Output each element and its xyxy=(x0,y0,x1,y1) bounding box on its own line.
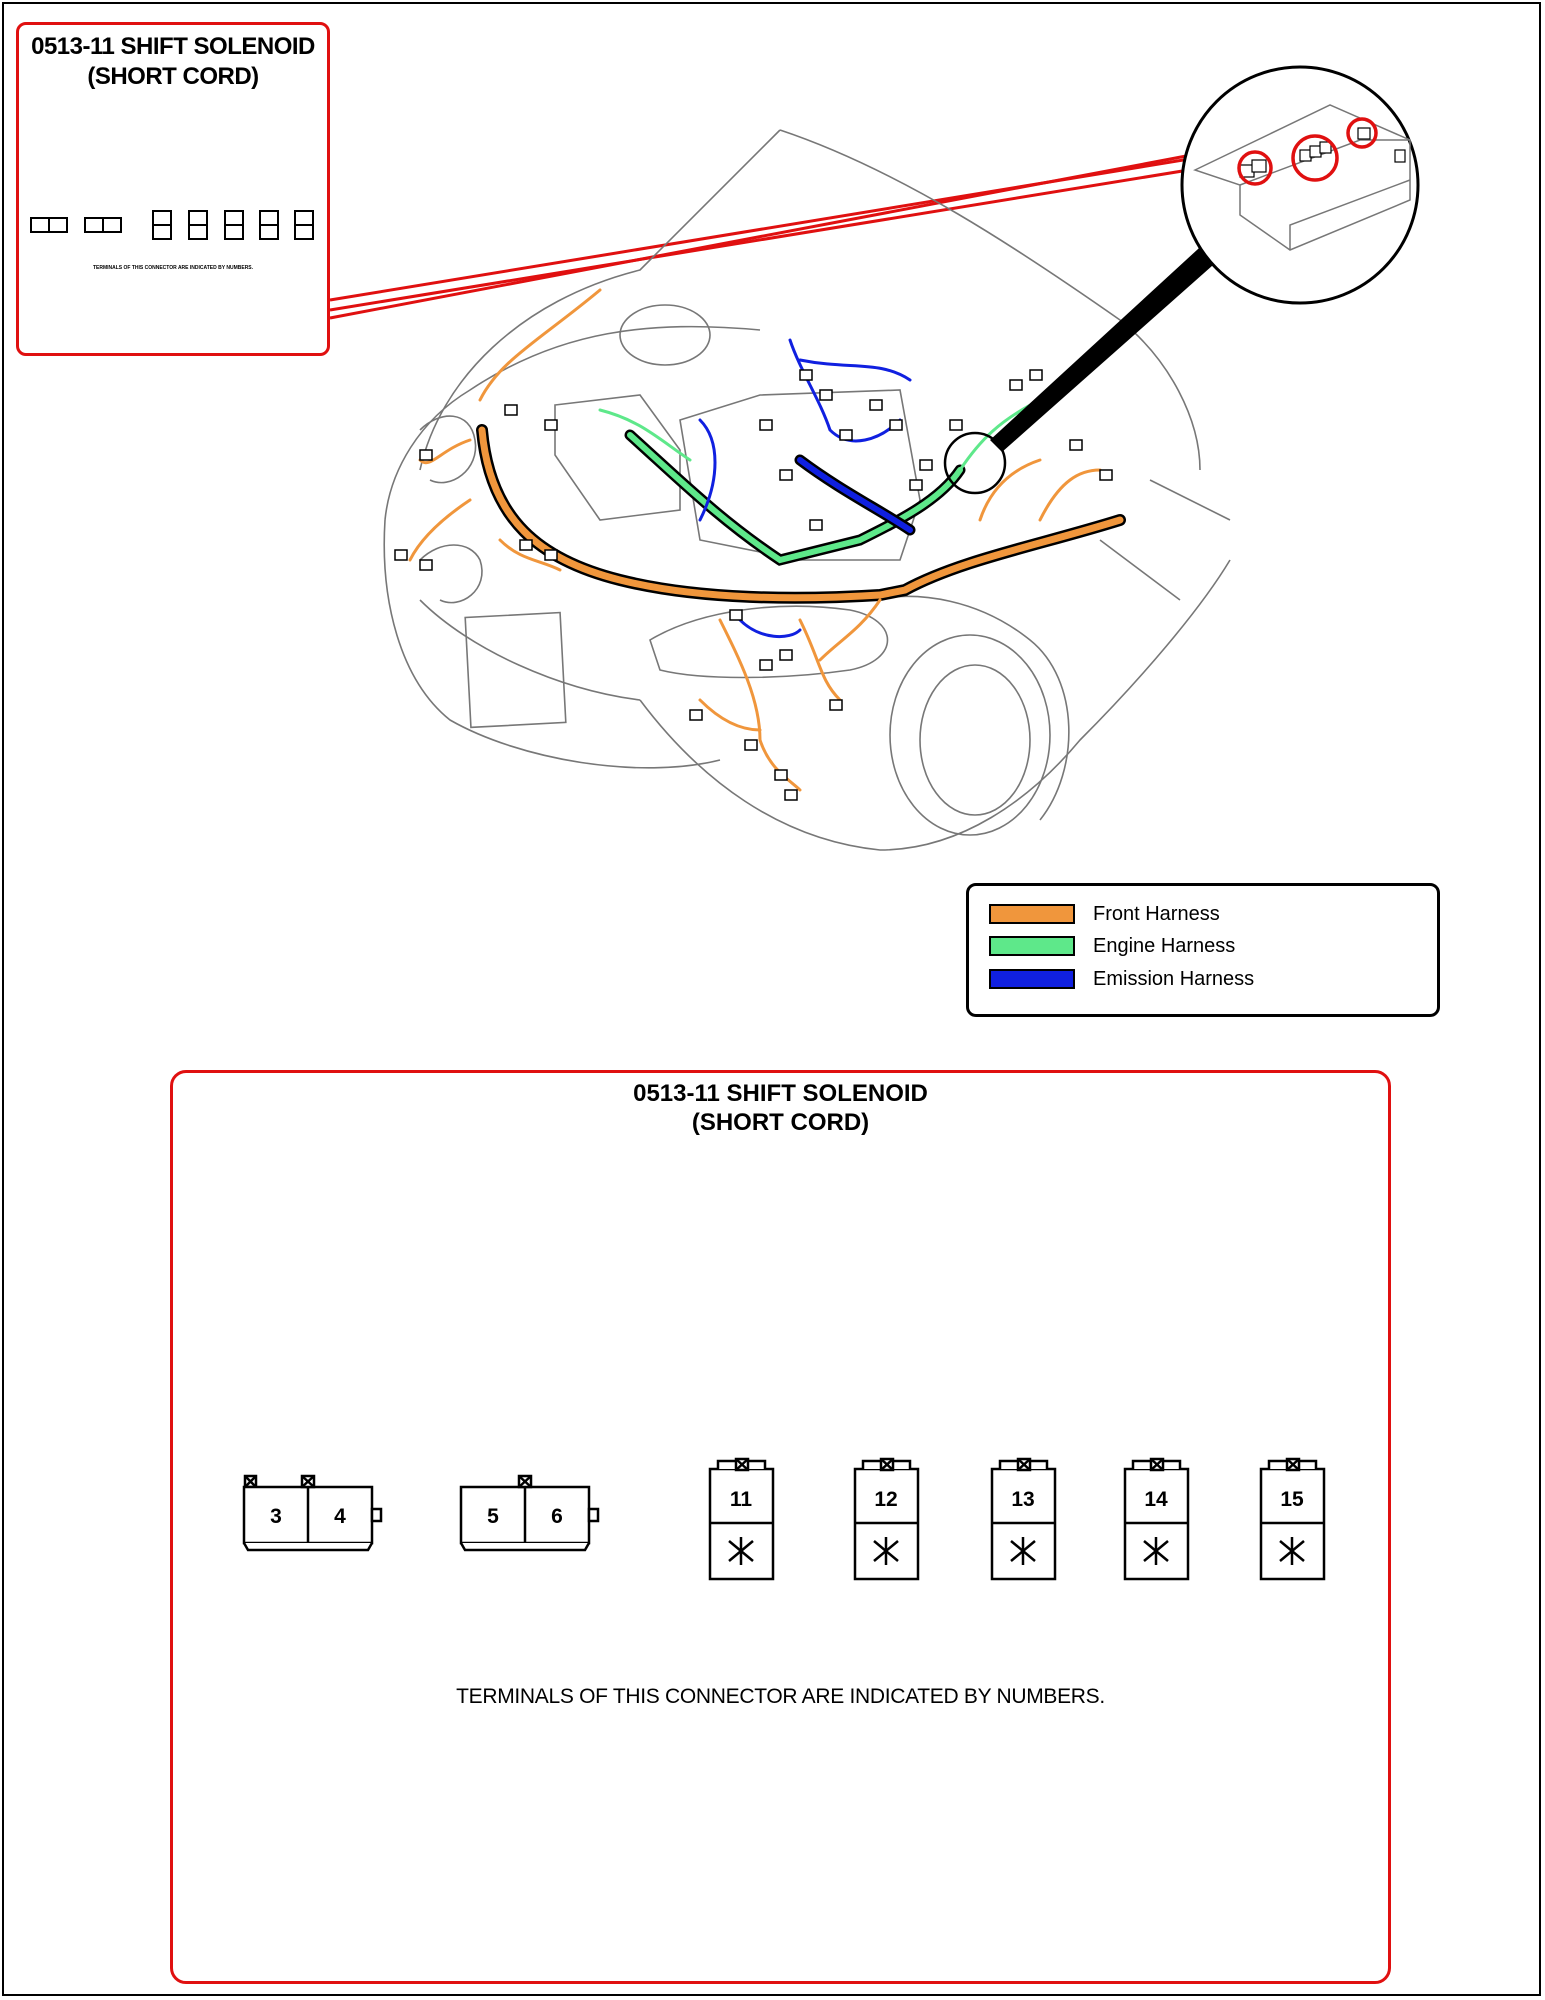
emission-harness-swatch xyxy=(989,969,1075,989)
terminal-label: 13 xyxy=(1011,1488,1034,1511)
connector-15 xyxy=(1259,1457,1326,1581)
terminal-label: 11 xyxy=(730,1488,753,1511)
connector-5-6 xyxy=(459,1474,600,1552)
front-harness xyxy=(408,288,1126,792)
terminal-label: 5 xyxy=(487,1505,499,1528)
terminal-label: 15 xyxy=(1280,1488,1304,1511)
detail-title: 0513-11 SHIFT SOLENOID (SHORT CORD) xyxy=(173,1079,1388,1137)
inset-card: 0513-11 SHIFT SOLENOID (SHORT CORD) TERM… xyxy=(16,22,330,356)
connector-11 xyxy=(708,1457,775,1581)
callout-lines xyxy=(329,123,1351,320)
car-outline xyxy=(383,129,1231,851)
detail-note: TERMINALS OF THIS CONNECTOR ARE INDICATE… xyxy=(456,1685,1105,1708)
connector-3-4 xyxy=(243,1474,258,1489)
zoom-detail-circle xyxy=(1180,65,1420,305)
zoom-pointer xyxy=(990,238,1230,452)
harness-connectors xyxy=(394,369,1113,801)
terminal-label: 4 xyxy=(334,1505,346,1528)
inset-connectors xyxy=(30,210,314,240)
emission-harness xyxy=(698,338,916,639)
legend-label: Front Harness xyxy=(1093,903,1220,925)
terminal-label: 6 xyxy=(551,1505,563,1528)
terminal-label: 12 xyxy=(874,1488,897,1511)
detail-title-line2: (SHORT CORD) xyxy=(691,1109,870,1136)
terminal-label: 3 xyxy=(270,1505,282,1528)
front-harness-swatch xyxy=(989,904,1075,924)
connector-13 xyxy=(990,1457,1057,1581)
legend-label: Emission Harness xyxy=(1093,968,1255,990)
connector-diagrams: 3 4 5 6 11 12 xyxy=(242,1457,1326,1581)
harness-legend: Front Harness Engine Harness Emission Ha… xyxy=(966,883,1440,1017)
zoom-source-circle xyxy=(943,431,1007,495)
connector-12 xyxy=(853,1457,920,1581)
connector-detail-panel: 0513-11 SHIFT SOLENOID (SHORT CORD) xyxy=(170,1070,1391,1984)
connector-14 xyxy=(1123,1457,1190,1581)
detail-title-line1: 0513-11 SHIFT SOLENOID xyxy=(633,1080,928,1107)
inset-note: TERMINALS OF THIS CONNECTOR ARE INDICATE… xyxy=(92,265,254,271)
legend-label: Engine Harness xyxy=(1093,935,1236,957)
terminal-label: 14 xyxy=(1144,1488,1168,1511)
engine-harness xyxy=(598,378,1062,566)
engine-harness-swatch xyxy=(989,936,1075,956)
inset-title: 0513-11 SHIFT SOLENOID (SHORT CORD) xyxy=(31,33,315,90)
